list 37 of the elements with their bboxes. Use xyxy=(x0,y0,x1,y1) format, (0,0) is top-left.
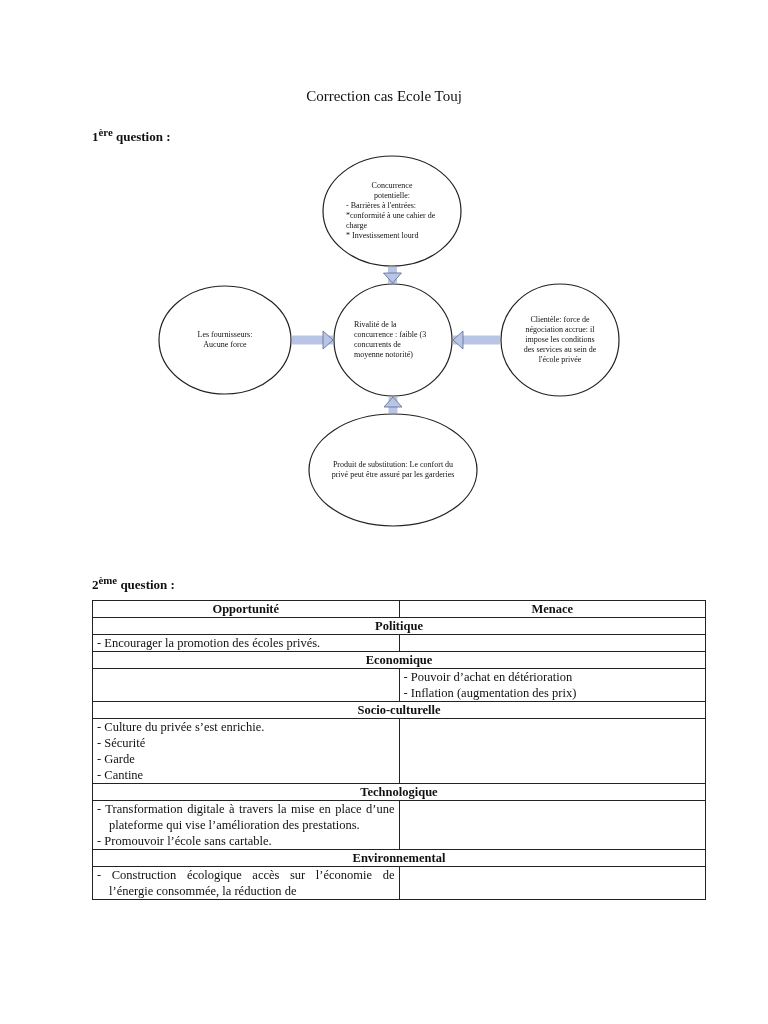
section-heading: Economique xyxy=(92,651,706,669)
list-item: - Culture du privée s’est enrichie. xyxy=(97,719,266,735)
list-item: - Garde xyxy=(97,751,136,767)
ellipse-node xyxy=(158,285,292,395)
list-item: - Transformation digitale à travers la mise en place d’une plateforme qui vise l’amélioration des prestations. xyxy=(97,801,395,833)
node-text: Produit de substitution: Le confort du privé peut être assuré par les garderies xyxy=(330,460,456,480)
node-text: Les fournisseurs: Aucune force xyxy=(196,330,254,350)
node-text: Rivalité de la concurrence : faible (3 concurrents de moyenne notorité) xyxy=(354,320,428,360)
node-text: - Barrières à l'entrées: xyxy=(346,201,418,211)
list-item: - Pouvoir d’achat en détérioration xyxy=(403,669,574,685)
list-item: - Promouvoir l’école sans cartable. xyxy=(97,833,273,849)
node-text: Concurrence potentielle: xyxy=(370,181,414,201)
section-heading: Socio-culturelle xyxy=(92,701,706,719)
column-heading: Opportunité xyxy=(92,600,399,618)
ellipse-node xyxy=(333,283,453,397)
block-arrow xyxy=(383,266,402,284)
section-heading: Politique xyxy=(92,617,706,635)
block-arrow xyxy=(292,330,334,350)
list-item: - Sécurité xyxy=(97,735,147,751)
question-heading: 2$^{ème}$ question : xyxy=(92,574,175,594)
node-text: Clientèle: force de négociation accrue: il impose les conditions des services au sein de l'école privée xyxy=(522,315,598,365)
list-item: - Cantine xyxy=(97,767,145,783)
node-text: *conformité à une cahier de charge xyxy=(346,211,437,231)
column-heading: Menace xyxy=(399,600,706,618)
ellipse-node xyxy=(308,413,478,527)
section-heading: Environnemental xyxy=(92,849,706,867)
question-heading: 1$^{ère}$ question : xyxy=(92,126,171,146)
node-text: * Investissement lourd xyxy=(346,231,420,241)
block-arrow xyxy=(383,396,403,413)
ellipse-node xyxy=(322,155,462,267)
block-arrow xyxy=(452,330,500,350)
list-item: - Inflation (augmentation des prix) xyxy=(403,685,578,701)
ellipse-node xyxy=(500,283,620,397)
page-title: Correction cas Ecole Touj xyxy=(305,88,463,105)
section-heading: Technologique xyxy=(92,783,706,801)
list-item: - Construction écologique accès sur l’économie de l’énergie consommée, la réduction de xyxy=(97,867,395,899)
list-item: - Encourager la promotion des écoles privés. xyxy=(97,635,322,651)
